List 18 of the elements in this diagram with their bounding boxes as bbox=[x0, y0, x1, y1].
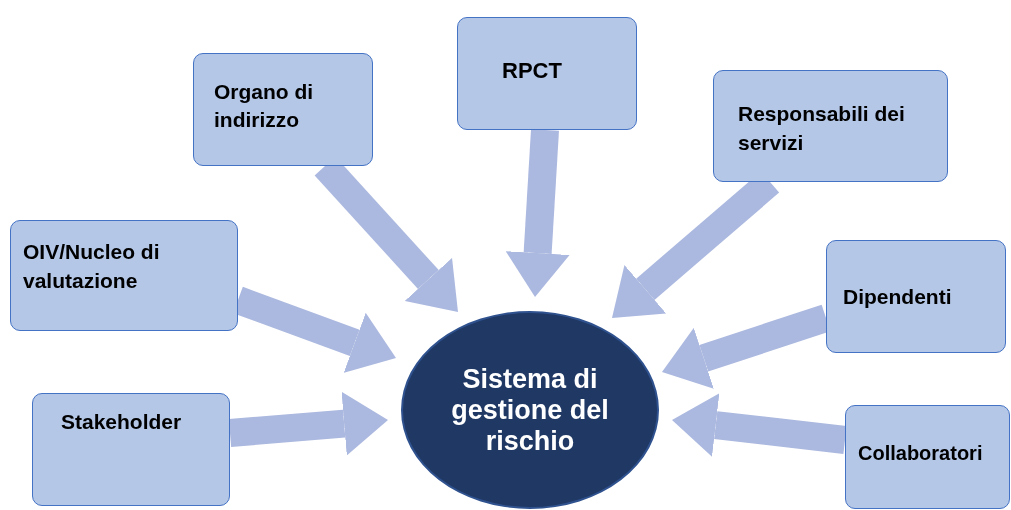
block-arrow bbox=[505, 129, 570, 297]
role-box bbox=[32, 393, 230, 506]
role-label: Stakeholder bbox=[61, 409, 183, 435]
role-box bbox=[457, 17, 637, 130]
center-label: Sistema di gestione del rischio bbox=[450, 363, 610, 457]
role-label: RPCT bbox=[502, 57, 563, 85]
block-arrow bbox=[228, 391, 388, 456]
role-box bbox=[713, 70, 948, 182]
role-box bbox=[193, 53, 373, 166]
role-label: Collaboratori bbox=[858, 441, 984, 466]
role-label: Responsabili dei servizi bbox=[738, 101, 906, 156]
role-box bbox=[826, 240, 1006, 353]
role-label: Organo di indirizzo bbox=[214, 79, 315, 133]
role-box bbox=[845, 405, 1010, 509]
role-box bbox=[10, 220, 238, 331]
role-label: Dipendenti bbox=[843, 284, 953, 310]
role-label: OIV/Nucleo di valutazione bbox=[23, 239, 161, 294]
block-arrow bbox=[672, 393, 847, 457]
